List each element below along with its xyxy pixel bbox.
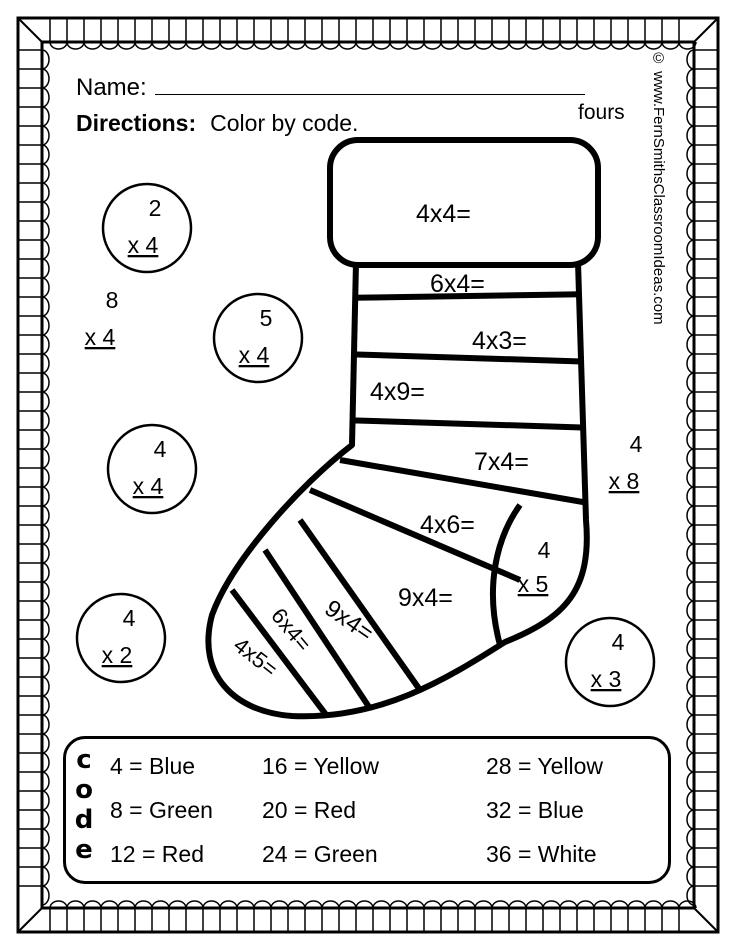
code-letter: c [76,745,92,775]
problem-top: 2 [149,195,162,221]
stocking-problem: 4x3= [472,327,527,355]
code-item: 4 = Blue [110,753,196,779]
code-item: 36 = White [486,841,597,867]
stocking-stripes [229,291,587,717]
stocking-problem: 9x4= [398,584,453,612]
code-item: 32 = Blue [486,797,584,823]
directions: Directions: Color by code. [76,110,358,137]
stocking-drawing: 4x4= 6x4= 4x3= 4x9= 7x4= 4x6= 9x4= 9x4= … [205,137,601,720]
outer-border [16,16,720,934]
code-title: c o d e [74,745,94,865]
problem-bottom: x 4 [128,232,159,258]
code-item: 20 = Red [262,797,356,823]
problem-bottom: x 8 [609,468,640,494]
code-item: 28 = Yellow [486,753,604,779]
stocking-problem: 4x4= [416,200,471,228]
stocking-problem: 4x9= [370,378,425,406]
code-item: 12 = Red [110,841,204,867]
scalloped-border [16,16,720,934]
stocking-cuff [327,137,601,268]
directions-text: Color by code. [210,110,359,136]
problem-bottom: x 4 [239,342,270,368]
code-item: 8 = Green [110,797,213,823]
problem-top: 4 [612,629,625,655]
name-line[interactable] [154,74,585,95]
problem-top: 4 [154,436,167,462]
code-letter: o [75,775,93,805]
copyright-credit: © www.FernSmithsClassroomIdeas.com [650,50,667,325]
problem-circle [101,182,193,274]
stocking-problem: 4x6= [420,511,475,539]
code-item: 16 = Yellow [262,753,380,779]
problem-circle [212,292,304,384]
stocking-problem: 7x4= [474,448,529,476]
problem-bottom: x 3 [591,666,622,692]
color-code-key: c o d e 4 = Blue 8 = Green 12 = Red 16 =… [63,736,671,884]
problem-top: 5 [260,305,273,331]
inner-border [40,40,696,910]
problem-circle [564,616,656,708]
name-field[interactable]: Name: [76,74,585,102]
problem-top: 8 [106,287,119,313]
problem-top: 4 [630,431,643,457]
problem-circle [106,423,198,515]
heel-problem-bottom: x 5 [518,571,549,597]
circle-problems: 2 x 4 5 x 4 4 x 4 4 x 2 4 x 3 8 x 4 4 x 8 [75,182,656,708]
code-letter: e [75,835,93,865]
heel-problem-top: 4 [538,537,551,563]
code-item: 24 = Green [262,841,378,867]
directions-label: Directions: [76,110,197,136]
code-letter: d [74,805,94,835]
problem-bottom: x 2 [102,642,133,668]
stocking-problem: 6x4= [430,270,485,298]
problem-circle [75,592,167,684]
problem-top: 4 [123,605,136,631]
problem-bottom: x 4 [85,324,116,350]
problem-bottom: x 4 [133,473,164,499]
fact-family-label: fours [578,101,625,124]
name-label: Name: [76,74,147,101]
